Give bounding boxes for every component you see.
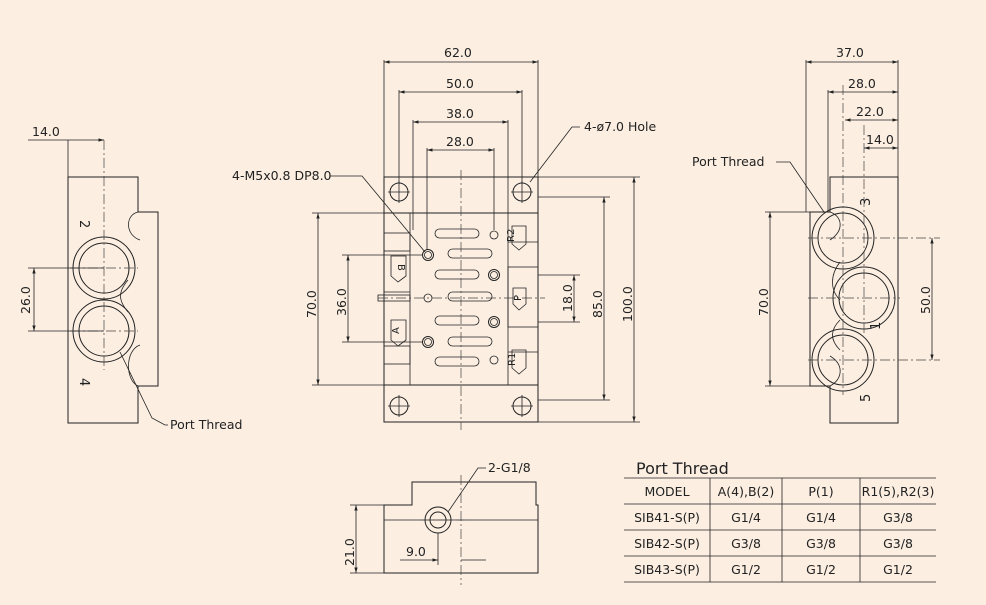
table-cell: G1/2 <box>731 562 761 577</box>
front-slots <box>434 228 493 367</box>
right-port-number-bottom: 5 <box>859 394 874 402</box>
dim-right-28: 28.0 <box>848 76 876 91</box>
right-port-number-top: 3 <box>859 198 874 206</box>
dim-front-50: 50.0 <box>446 76 474 91</box>
dim-front-70: 70.0 <box>304 290 319 318</box>
dim-front-18: 18.0 <box>560 284 575 312</box>
front-view: R2 B P A R1 62.0 50.0 38.0 28.0 <box>232 45 656 430</box>
dim-right-37: 37.0 <box>836 45 864 60</box>
table-header-p: P(1) <box>808 484 833 499</box>
front-hole-callout: 4-ø7.0 Hole <box>584 119 656 134</box>
dim-front-36: 36.0 <box>334 288 349 316</box>
table-cell: G3/8 <box>806 536 836 551</box>
tag-a: A <box>391 327 402 334</box>
table-cell: G1/4 <box>806 510 836 525</box>
bottom-view: 21.0 9.0 2-G1/8 <box>342 460 539 585</box>
table-title: Port Thread <box>636 459 729 478</box>
table-cell: G3/8 <box>731 536 761 551</box>
right-port-thread-callout: Port Thread <box>692 154 764 169</box>
table-cell: SIB42-S(P) <box>634 536 700 551</box>
dim-front-62: 62.0 <box>444 45 472 60</box>
table-header-model: MODEL <box>644 484 689 499</box>
dim-right-14: 14.0 <box>866 132 894 147</box>
table-cell: G3/8 <box>883 510 913 525</box>
table-cell: G3/8 <box>883 536 913 551</box>
right-port-number-middle: 1 <box>869 322 884 330</box>
left-port-number-top: 2 <box>76 220 91 228</box>
bottom-body-outline <box>383 481 539 574</box>
dim-bottom-9: 9.0 <box>406 544 426 559</box>
dim-bottom-21: 21.0 <box>342 538 357 566</box>
tag-b: B <box>395 264 406 271</box>
dim-front-28: 28.0 <box>446 134 474 149</box>
dim-front-38: 38.0 <box>446 106 474 121</box>
table-header-r: R1(5),R2(3) <box>862 484 935 499</box>
left-port-number-bottom: 4 <box>76 378 91 386</box>
table-cell: SIB43-S(P) <box>634 562 700 577</box>
left-side-view: 2 4 14.0 26.0 Port Thread <box>18 124 242 432</box>
port-thread-table: Port Thread MODEL A(4),B(2) P(1) R1(5),R… <box>624 459 936 583</box>
bottom-port-callout: 2-G1/8 <box>488 460 531 475</box>
left-port-thread-callout: Port Thread <box>170 417 242 432</box>
front-port-tags: R2 B P A R1 <box>390 225 527 375</box>
front-tap-callout: 4-M5x0.8 DP8.0 <box>232 168 332 183</box>
dim-front-85: 85.0 <box>590 290 605 318</box>
dim-left-14: 14.0 <box>32 124 60 139</box>
table-cell: G1/2 <box>806 562 836 577</box>
dim-front-100: 100.0 <box>620 286 635 322</box>
dim-left-26: 26.0 <box>18 286 33 314</box>
tag-r2: R2 <box>506 229 517 242</box>
table-cell: G1/4 <box>731 510 761 525</box>
tag-r1: R1 <box>507 353 518 366</box>
tapped-holes <box>422 249 500 348</box>
right-side-view: 3 1 5 37.0 28.0 22.0 14.0 70.0 50.0 Port… <box>692 45 940 424</box>
dim-right-50: 50.0 <box>918 286 933 314</box>
table-cell: G1/2 <box>883 562 913 577</box>
dim-right-22: 22.0 <box>856 104 884 119</box>
table-header-ab: A(4),B(2) <box>718 484 775 499</box>
left-body-outline <box>67 176 159 424</box>
dim-right-70: 70.0 <box>756 288 771 316</box>
tag-p: P <box>513 295 524 301</box>
table-cell: SIB41-S(P) <box>634 510 700 525</box>
